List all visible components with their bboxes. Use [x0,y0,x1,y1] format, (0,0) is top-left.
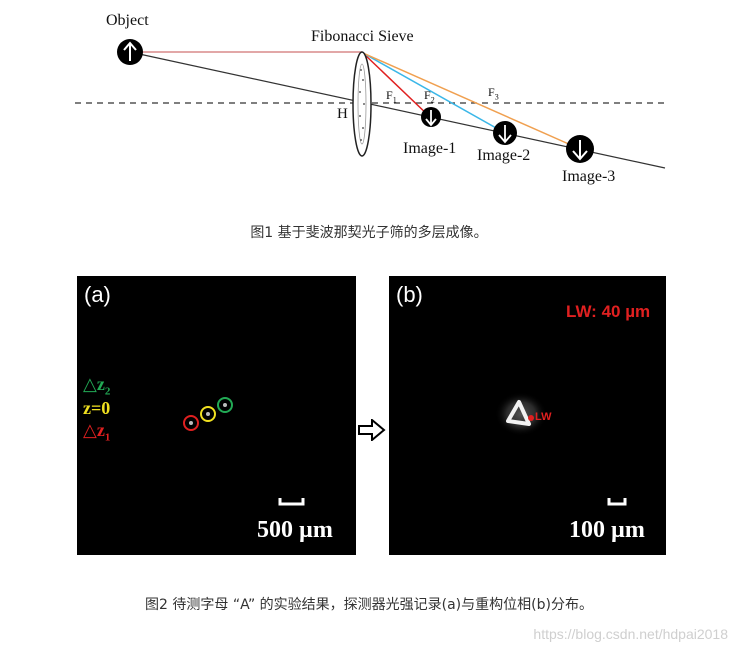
scalebar-a-bracket [278,498,305,506]
scalebar-b-bracket [607,498,627,506]
letter-a-reconstruction [506,400,531,426]
legend-z0: z=0 [83,398,111,418]
image2-down-arrow-icon [493,121,517,145]
focus-ray-3 [362,52,581,150]
image1-down-arrow-icon [421,107,441,127]
lw-marker-label: LW [535,411,552,423]
object-label: Object [106,12,149,29]
focus-ray-1 [362,52,431,118]
reconstruction-halo [495,392,547,436]
legend-dz2-sub: 2 [104,385,111,398]
figure1-diagram: Object Fibonacci Sieve H F1 F2 F3 Image-… [0,0,738,200]
f1-subscript: 1 [392,95,397,105]
spot-z0 [200,406,216,422]
legend-dz1: △z1 [83,420,110,444]
reconstruction-svg [495,392,627,506]
panel-a-intensity: (a) △z2 z=0 △z1 500 µm [77,276,356,555]
focus-label-f1: F1 [386,88,397,104]
image3-down-arrow-icon [566,135,594,163]
focus-label-f3: F3 [488,85,499,101]
image1-label: Image-1 [403,140,457,157]
f1-letter: F [386,88,393,102]
image2-label: Image-2 [477,147,531,164]
optics-diagram-svg [75,39,666,169]
focus-label-f2: F2 [424,88,435,104]
figure1-caption: 图1 基于斐波那契光子筛的多层成像。 [250,225,488,241]
focus-ray-2 [362,52,506,134]
image3-label: Image-3 [562,168,616,185]
watermark: https://blog.csdn.net/hdpai2018 [533,626,728,642]
spot-dz2 [217,397,233,413]
figure2-caption: 图2 待测字母 “A” 的实验结果，探测器光强记录(a)与重构位相(b)分布。 [145,597,593,613]
legend-dz1-text: △z [83,420,105,440]
legend-dz2: △z2 [83,374,110,398]
f3-letter: F [488,85,495,99]
panel-b-label: (b) [396,282,423,307]
spot-dz1 [183,415,199,431]
scalebar-a-label: 500 µm [257,517,333,543]
panel-b-phase: (b) LW: 40 µm LW 100 µm [389,276,666,555]
sieve-label: Fibonacci Sieve [311,28,414,45]
h-label: H [337,106,348,122]
spots-svg [183,397,305,506]
lw-marker-dot [528,415,534,421]
f3-subscript: 3 [494,92,499,102]
scalebar-b-label: 100 µm [569,517,645,543]
object-up-arrow-icon [117,39,143,65]
legend-dz2-text: △z [83,374,105,394]
linewidth-title: LW: 40 µm [566,302,651,321]
f2-letter: F [424,88,431,102]
fibonacci-sieve-lens [352,51,372,157]
panel-a-label: (a) [84,282,111,307]
f2-subscript: 2 [430,95,435,105]
hollow-right-arrow-icon [358,419,386,441]
legend-dz1-sub: 1 [104,431,111,444]
